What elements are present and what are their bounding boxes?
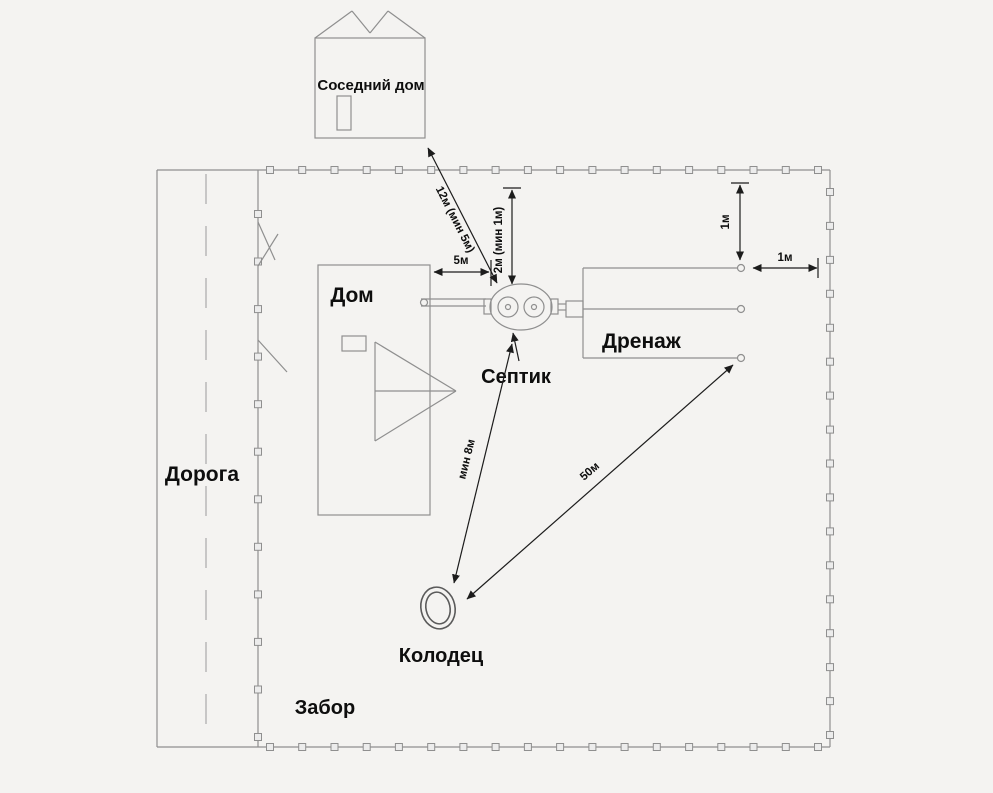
dim-house-to-septic: 5м (433, 255, 492, 286)
neighbor-house-door (336, 95, 352, 131)
house-window (341, 335, 367, 352)
septic-label-group: Септик (481, 332, 552, 388)
svg-text:2м (мин 1м): 2м (мин 1м) (493, 207, 505, 274)
svg-text:1м: 1м (778, 252, 793, 264)
svg-text:5м: 5м (454, 255, 469, 267)
svg-text:1м: 1м (720, 215, 732, 230)
septic-tank (483, 283, 559, 331)
fence-marks-right (826, 188, 834, 739)
drainage-label: Дренаж (602, 330, 682, 353)
svg-text:12м (мин 5м): 12м (мин 5м) (433, 184, 477, 254)
sewer-pipe (419, 298, 486, 307)
fence-marks-bottom (266, 743, 822, 751)
dim-drainage-to-top-fence: 1м (720, 182, 749, 261)
septic-label: Септик (481, 366, 552, 388)
main-house: Дом (317, 264, 457, 516)
well: Колодец (399, 586, 484, 667)
drainage-field: Дренаж (582, 263, 746, 363)
neighbor-house-label: Соседний дом (317, 77, 424, 94)
distribution-pipe (558, 300, 584, 318)
dim-drainage-to-right-fence: 1м (752, 252, 819, 278)
neighbor-house: Соседний дом (314, 10, 426, 139)
svg-text:мин 8м: мин 8м (456, 438, 477, 480)
road-label: Дорога (165, 463, 239, 486)
gate-marks (257, 221, 288, 373)
well-label: Колодец (399, 645, 484, 667)
distribution-box (565, 300, 584, 318)
fence-label: Забор (295, 697, 355, 719)
dim-well-to-drainage: 50м (466, 364, 734, 600)
fence-marks-inner (254, 210, 262, 741)
dim-septic-to-fence: 2м (мин 1м) (493, 187, 521, 285)
svg-text:50м: 50м (578, 460, 602, 483)
house-label: Дом (330, 284, 373, 307)
